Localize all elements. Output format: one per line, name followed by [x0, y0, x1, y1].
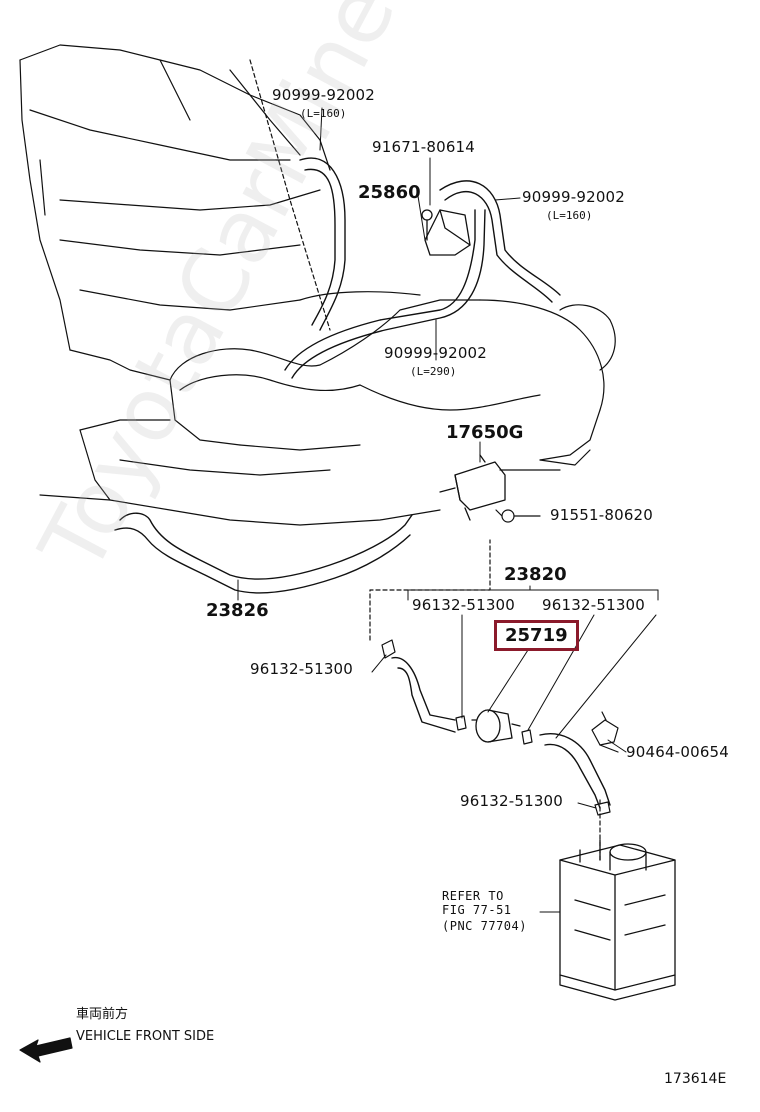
- label-figure-number: 173614E: [664, 1071, 727, 1087]
- label-96132-51300-left: 96132-51300: [250, 660, 354, 678]
- label-23820: 23820: [504, 564, 567, 585]
- intake-manifold: [169, 291, 616, 461]
- label-17650g: 17650G: [446, 422, 524, 443]
- label-l160-right: (L=160): [546, 209, 593, 222]
- bracket-90464: [591, 711, 619, 753]
- label-96132-51300-a: 96132-51300: [412, 596, 516, 614]
- label-refer-to: REFER TO: [442, 889, 504, 903]
- label-96132-51300-b: 96132-51300: [542, 596, 646, 614]
- label-25860: 25860: [358, 182, 421, 203]
- label-25719-highlighted: 25719: [494, 620, 579, 651]
- label-23826: 23826: [206, 600, 269, 621]
- vsv-17650g: [439, 454, 506, 521]
- label-l160-top: (L=160): [300, 107, 347, 120]
- label-l290: (L=290): [410, 365, 457, 378]
- hose-23820: [391, 656, 611, 809]
- engine-outline: [19, 44, 331, 381]
- label-refer-fig: FIG 77-51: [442, 903, 512, 917]
- label-90999-92002-top: 90999-92002: [272, 86, 376, 104]
- label-90999-92002-mid: 90999-92002: [384, 344, 488, 362]
- hose-23826: [114, 512, 413, 594]
- engine-base: [39, 419, 591, 526]
- valve-25719: [471, 709, 521, 743]
- label-96132-51300-low: 96132-51300: [460, 792, 564, 810]
- vsv-25860: [421, 209, 471, 256]
- bolt-91551: [495, 509, 541, 523]
- label-front-jp: 車両前方: [76, 1007, 129, 1022]
- label-91671-80614: 91671-80614: [372, 138, 476, 156]
- label-front-en: VEHICLE FRONT SIDE: [76, 1029, 215, 1044]
- label-refer-pnc: (PNC 77704): [442, 919, 527, 933]
- label-90999-92002-right: 90999-92002: [522, 188, 626, 206]
- leader-lines: [237, 107, 659, 913]
- arrow-left-icon: [19, 1037, 73, 1063]
- clamps: [381, 639, 611, 816]
- label-91551-80620: 91551-80620: [550, 506, 654, 524]
- charcoal-canister: [559, 839, 676, 1001]
- label-90464-00654: 90464-00654: [626, 743, 730, 761]
- dashed-leaders: [249, 59, 601, 861]
- upper-hoses: [284, 157, 561, 379]
